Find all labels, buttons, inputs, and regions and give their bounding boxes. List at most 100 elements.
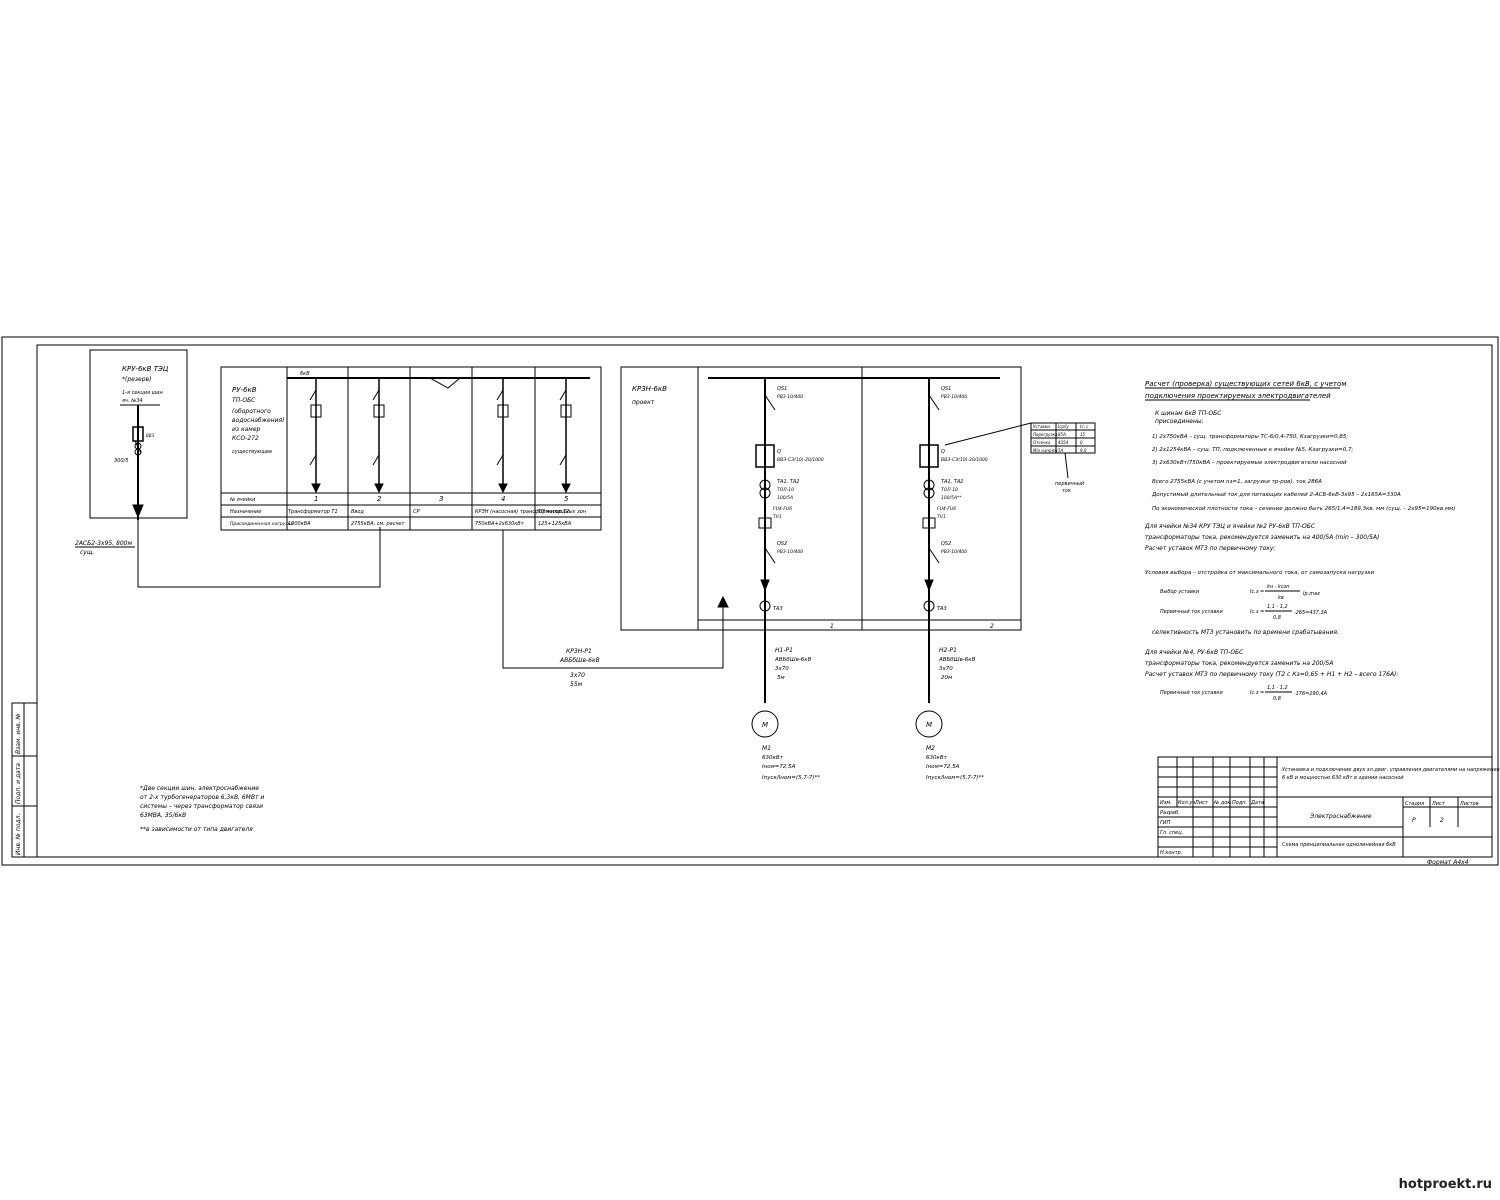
krzn-cable-c: 3х70 bbox=[570, 672, 585, 679]
setpoint-head: tс, с bbox=[1080, 424, 1089, 429]
motor-symbol bbox=[751, 710, 779, 738]
ta-type: ТОЛ-10 bbox=[777, 487, 794, 493]
calc-l19: Первичный ток уставки bbox=[1160, 690, 1223, 696]
ru-row-load: Присоединенная нагрузка bbox=[230, 521, 293, 527]
setpoint-cell: Min напряж. bbox=[1033, 448, 1059, 453]
ru-box bbox=[220, 366, 602, 531]
motor-power: 630кВт bbox=[762, 755, 784, 761]
note-line-3: системы – через трансформатор связи bbox=[140, 803, 263, 810]
ru-row-cell: № ячейки bbox=[229, 497, 256, 503]
stamp-stage-head: Стадия bbox=[1405, 801, 1424, 807]
title-block bbox=[1157, 756, 1493, 858]
motor-symbol bbox=[915, 710, 943, 738]
calc-l3: 1) 2х750кВА – сущ. трансформаторы ТС-6/0… bbox=[1152, 434, 1348, 440]
setpoint-cell: 0 bbox=[1080, 440, 1083, 445]
ct-ta2 bbox=[759, 487, 771, 499]
ru-cell-columns bbox=[309, 367, 572, 530]
note-line-4: 63МВА, 35/6кВ bbox=[140, 812, 186, 819]
krzn-section-2: 2 bbox=[990, 623, 994, 630]
setpoint-cell: 435А bbox=[1058, 440, 1069, 445]
calc-f1b: kв bbox=[1278, 595, 1284, 601]
ru-sub: ТП-ОБС bbox=[232, 397, 256, 404]
line-type: АВБбШв-6кВ bbox=[774, 657, 812, 663]
krzn-box bbox=[620, 366, 1022, 631]
tv-label: TV1 bbox=[773, 514, 782, 520]
ru-cell-load: 1000кВА bbox=[288, 521, 311, 527]
stamp-sheet-head: Лист bbox=[1431, 801, 1446, 807]
ru-cell-purpose: Трансформатор Т1 bbox=[288, 509, 338, 515]
motor-letter: М bbox=[926, 721, 932, 729]
kru-tec-title: КРУ-6кВ ТЭЦ bbox=[122, 365, 169, 373]
stamp-head: Дата bbox=[1250, 800, 1264, 806]
note-line-1: *Две секции шин, электроснабжение bbox=[140, 785, 259, 792]
ru-cell-number: 1 bbox=[314, 495, 318, 503]
krzn-cable-b: АВБбШв-6кВ bbox=[559, 657, 600, 664]
ta3-label: ТА3 bbox=[773, 606, 783, 612]
ru-desc1: (оборотного bbox=[232, 408, 271, 415]
side-label-2: Подп. и дата bbox=[15, 763, 22, 804]
ru-cell-purpose: Ввод bbox=[351, 509, 364, 515]
line-label: Н1-Р1 bbox=[775, 647, 793, 654]
calc-l6: Всего 2755кВА (с учетом nз=1, загрузки т… bbox=[1152, 479, 1322, 485]
calc-l8: По экономической плотности тока – сечени… bbox=[1152, 506, 1455, 512]
stamp-stage: Р bbox=[1412, 817, 1416, 824]
krzn-title: КРЗН-6кВ bbox=[632, 385, 667, 393]
setpoint-head: Iср/Iу bbox=[1058, 424, 1069, 429]
ct-ta2 bbox=[923, 487, 935, 499]
calc-l18: Расчет уставок МТЗ по первичному току (Т… bbox=[1145, 671, 1398, 678]
stamp-format: Формат А4х4 bbox=[1427, 859, 1469, 866]
ru-cell-load: 750кВА+2х630кВт bbox=[475, 521, 525, 527]
calc-f2a: 1,1 · 1,2 bbox=[1267, 604, 1288, 610]
calc-l5: 3) 2х630кВт/750кВА – проектируемые элект… bbox=[1152, 460, 1347, 466]
ta-label: ТА1, ТА2 bbox=[777, 479, 800, 485]
disconnector-qs2 bbox=[764, 547, 776, 564]
calc-f3b: 0,8 bbox=[1273, 696, 1281, 702]
qs1-type: РВЗ-10/400 bbox=[777, 394, 803, 400]
kru-cable-exist: сущ. bbox=[80, 549, 95, 556]
motor-current: Iном=72,5А bbox=[926, 764, 960, 770]
ta-type: ТОЛ-10 bbox=[941, 487, 958, 493]
inner-frame bbox=[36, 344, 1493, 858]
outer-frame bbox=[1, 336, 1499, 866]
calculation-block: Расчет (проверка) существующих сетей 6кВ… bbox=[1144, 380, 1455, 702]
line-type: АВБбШв-6кВ bbox=[938, 657, 976, 663]
calc-f2b: 0,8 bbox=[1273, 615, 1281, 621]
setpoint-cell: 9,0 bbox=[1080, 448, 1087, 453]
line-label: Н2-Р1 bbox=[939, 647, 957, 654]
fu-label: FU4-FU6 bbox=[937, 506, 956, 512]
stamp-role: ГИП bbox=[1160, 820, 1171, 826]
calc-f2: Iс.з = bbox=[1250, 609, 1264, 615]
qs2-label: QS2 bbox=[777, 541, 787, 547]
ta-label: ТА1, ТА2 bbox=[941, 479, 964, 485]
motor-start-ratio: Iпуск/Iном=(5,7-7)** bbox=[926, 775, 984, 781]
calc-l2: присоединены: bbox=[1155, 418, 1204, 425]
kru-cable-label: 2АСБ2-3х95, 800м bbox=[75, 540, 132, 547]
q-type: ВВЭ-СЭ(10)-20/1000 bbox=[941, 457, 988, 463]
calc-l13: Выбор уставки bbox=[1160, 589, 1200, 595]
calc-title-1: Расчет (проверка) существующих сетей 6кВ… bbox=[1145, 380, 1347, 388]
ru-cell-purpose: ТП жилищных зон bbox=[538, 509, 587, 515]
kru-tec-cell: яч. №34 bbox=[122, 398, 143, 404]
calc-l1: К шинам 6кВ ТП-ОБС bbox=[1155, 410, 1222, 417]
ru-desc3: из камер bbox=[232, 426, 261, 433]
calc-l11: Расчет уставок МТЗ по первичному току: bbox=[1145, 545, 1275, 552]
ct-ta1 bbox=[923, 479, 935, 491]
krzn-sub: проект bbox=[632, 399, 655, 406]
calc-l12: Условия выбора – отстройка от максимальн… bbox=[1145, 570, 1375, 576]
qs1-label: QS1 bbox=[941, 386, 951, 392]
ru-exist: существующее bbox=[232, 449, 272, 455]
qs2-type: РВЗ-10/400 bbox=[777, 549, 803, 555]
breaker-q bbox=[755, 444, 775, 468]
krzn-cable-a: КРЗН-Р1 bbox=[566, 648, 592, 655]
kru-tec-subtitle: *(резерв) bbox=[122, 376, 151, 383]
disconnector-qs1 bbox=[928, 394, 940, 411]
ru-cell-number: 4 bbox=[501, 495, 505, 503]
calc-f3a: 1,1 · 1,2 bbox=[1267, 685, 1288, 691]
calc-f1: Iс.з = bbox=[1250, 589, 1264, 595]
ru-bus-label: 6кВ bbox=[300, 371, 310, 377]
setpoint-head: Уставки bbox=[1033, 424, 1050, 429]
line-section: 3х70 bbox=[939, 666, 953, 672]
ru-desc2: водоснабжения) bbox=[232, 417, 285, 424]
q-label: Q bbox=[777, 449, 781, 455]
